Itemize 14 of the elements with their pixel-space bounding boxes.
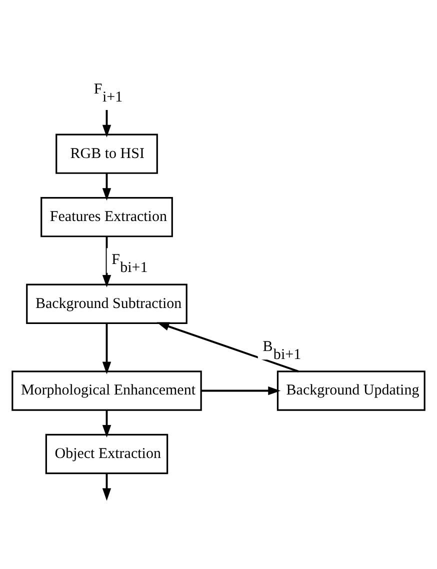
arrow (102, 322, 112, 374)
node-box: Morphological Enhancement (12, 370, 202, 410)
arrow (156, 322, 299, 372)
node-box: Object Extraction (45, 433, 168, 474)
arrow (102, 172, 112, 200)
arrow (102, 410, 112, 438)
node-box: Background Subtraction (26, 283, 188, 324)
arrow (201, 386, 281, 395)
node-box: RGB to HSI (56, 133, 158, 174)
arrow (102, 109, 112, 137)
arrow (102, 473, 112, 500)
arrow (102, 236, 112, 287)
node-box: Features Extraction (40, 196, 173, 237)
node-box: Background Updating (276, 370, 426, 410)
